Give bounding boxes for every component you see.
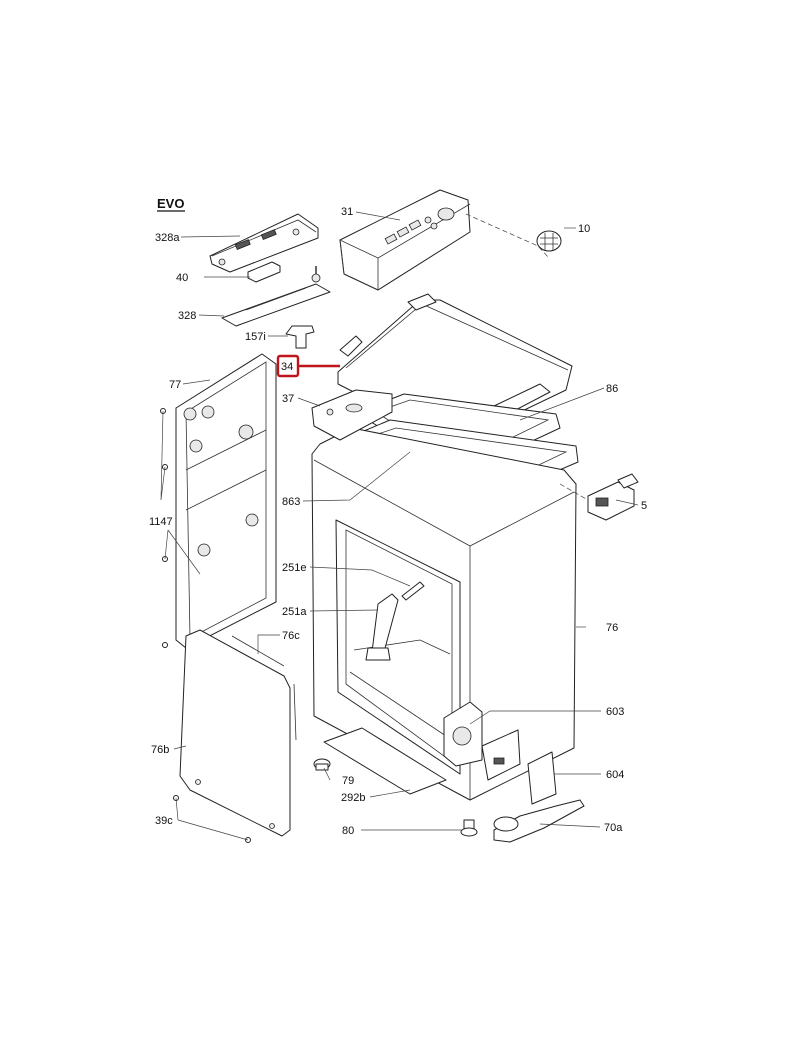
label-603: 603 (606, 706, 624, 718)
label-40: 40 (176, 272, 188, 284)
part-shock-absorber (365, 593, 399, 661)
label-34: 34 (281, 361, 293, 373)
part-knob (536, 230, 562, 252)
label-328: 328 (178, 310, 196, 322)
label-31: 31 (341, 206, 353, 218)
label-328a: 328a (155, 232, 180, 244)
part-pump-housing (443, 701, 483, 767)
diagram-title: EVO (157, 196, 184, 211)
label-157i: 157i (245, 331, 266, 343)
label-5: 5 (641, 500, 647, 512)
part-door-lock (587, 473, 639, 521)
label-39c: 39c (155, 815, 173, 827)
label-863: 863 (282, 496, 300, 508)
label-86: 86 (606, 383, 618, 395)
part-top-deck (311, 389, 393, 441)
label-292b: 292b (341, 792, 365, 804)
label-251a: 251a (282, 606, 307, 618)
part-clip (285, 325, 315, 349)
label-10: 10 (578, 223, 590, 235)
part-module (247, 261, 281, 283)
highlight-part-34 (276, 354, 340, 378)
label-80: 80 (342, 825, 354, 837)
part-pedestal (493, 799, 585, 843)
label-76: 76 (606, 622, 618, 634)
label-76c: 76c (282, 630, 300, 642)
part-foot-79 (313, 758, 331, 771)
label-70a: 70a (604, 822, 623, 834)
part-bolt (401, 581, 425, 601)
part-service-hatch (481, 729, 521, 781)
label-79: 79 (342, 775, 354, 787)
part-cabinet (311, 427, 577, 801)
part-foot-80 (460, 819, 478, 837)
part-side-panel (179, 629, 291, 837)
leader-lines (160, 211, 639, 841)
part-base-plate (323, 727, 447, 795)
part-rear-panel (175, 353, 277, 649)
label-76b: 76b (151, 744, 169, 756)
part-filter-cover (527, 751, 557, 805)
label-37: 37 (282, 393, 294, 405)
part-control-panel (339, 189, 471, 291)
label-604: 604 (606, 769, 624, 781)
label-1147: 1147 (149, 516, 173, 528)
part-screws-1147 (160, 408, 168, 648)
label-251e: 251e (282, 562, 306, 574)
part-pcb (221, 266, 331, 327)
label-77: 77 (169, 379, 181, 391)
part-board-bracket (209, 213, 319, 273)
